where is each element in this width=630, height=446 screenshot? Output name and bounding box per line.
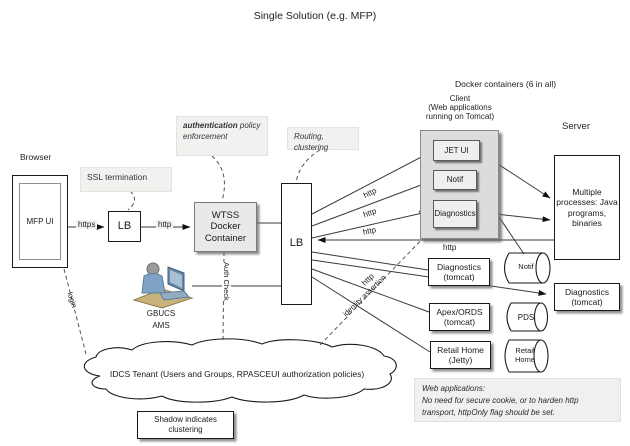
ssl-termination-callout: SSL termination	[80, 167, 172, 192]
shadow-legend-node: Shadow indicates clustering	[137, 411, 234, 439]
idcs-tenant-label: IDCS Tenant (Users and Groups, RPASCEUI …	[109, 369, 365, 379]
user-at-desk-icon	[132, 262, 194, 309]
gbucs-ams-label: GBUCS AMS	[146, 309, 176, 330]
diagnostics-tomcat-right-node: Diagnostics (tomcat)	[554, 283, 620, 311]
pds-store-label: PDS	[517, 313, 535, 322]
retail-home-cylinder	[504, 339, 549, 373]
diagnostics-app-node: Diagnostics	[433, 200, 477, 228]
wtss-docker-container-node: WTSS Docker Container	[194, 202, 257, 252]
auth-check-edge-label: Auth Check	[222, 262, 231, 301]
lb2-node: LB	[281, 183, 312, 305]
auth-policy-callout: authentication policy enforcement	[176, 116, 268, 156]
idcs-cloud-shape	[83, 338, 397, 403]
mfp-ui-node: MFP UI	[19, 183, 61, 260]
https-edge-label: https	[76, 220, 98, 229]
server-label: Server	[562, 121, 590, 132]
docker-containers-label: Docker containers (6 in all)	[455, 79, 557, 89]
diagnostics-tomcat-left-node: Diagnostics (tomcat)	[428, 258, 490, 286]
http-edge-label-lb1: http	[156, 220, 174, 229]
retail-home-store-label: Retail Home	[514, 346, 535, 364]
apex-ords-node: Apex/ORDS (tomcat)	[429, 303, 490, 331]
http-edge-label-return: http	[443, 243, 457, 252]
notif-cylinder	[503, 252, 551, 284]
client-label: Client (Web applications running on Tomc…	[425, 94, 495, 121]
browser-node: MFP UI	[12, 175, 68, 268]
jet-ui-node: JET UI	[433, 140, 480, 161]
multiple-processes-node: Multiple processes: Java programs, binar…	[554, 155, 620, 260]
routing-clustering-callout: Routing, clustering	[287, 127, 359, 152]
web-applications-note: Web applications: No need for secure coo…	[414, 378, 621, 422]
pds-cylinder	[506, 302, 549, 332]
browser-label: Browser	[20, 152, 52, 162]
lb1-node: LB	[108, 211, 141, 242]
notif-store-label: Notif	[518, 262, 534, 271]
retail-home-jetty-node: Retail Home (Jetty)	[430, 341, 491, 369]
notif-app-node: Notif	[433, 170, 477, 190]
diagram-title: Single Solution (e.g. MFP)	[253, 10, 377, 22]
